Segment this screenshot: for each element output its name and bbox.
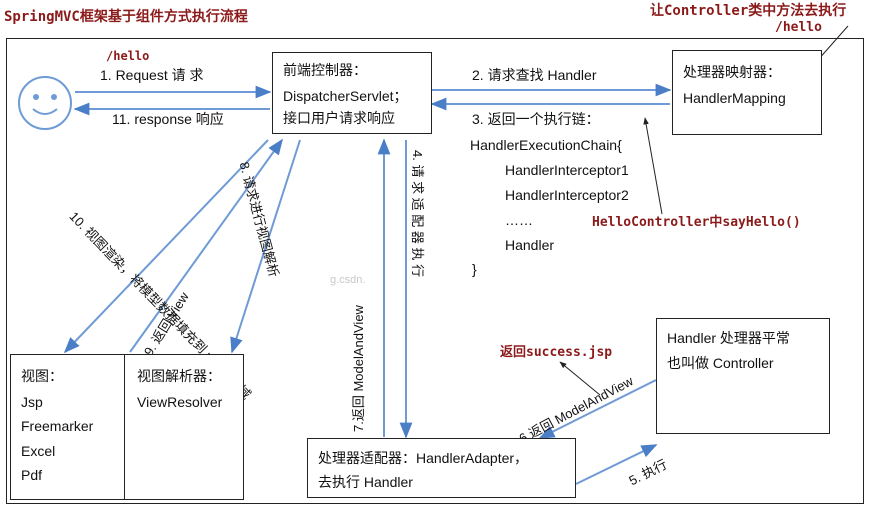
success-note: 返回success.jsp — [500, 345, 613, 360]
chain-open: HandlerExecutionChain{ — [470, 137, 622, 153]
dispatcher-servlet-box: 前端控制器： DispatcherServlet； 接口用户请求响应 — [272, 52, 432, 134]
mapping-line1: 处理器映射器： — [683, 64, 781, 80]
handler-adapter-box: 处理器适配器：HandlerAdapter， 去执行 Handler — [307, 438, 576, 498]
faint-watermark: g.csdn. — [330, 274, 365, 286]
resolver-line2: ViewResolver — [137, 394, 223, 410]
step-11-label: 11. response 响应 — [112, 111, 224, 127]
chain-item-2: HandlerInterceptor2 — [505, 187, 629, 203]
mapping-line2: HandlerMapping — [683, 90, 786, 106]
chain-item-4: Handler — [505, 237, 555, 253]
adapter-line2: 去执行 Handler — [318, 474, 413, 490]
user-smiley-icon — [18, 76, 72, 130]
chain-title: 3. 返回一个执行链： — [472, 111, 600, 127]
resolver-line1: 视图解析器： — [137, 368, 221, 384]
hello-controller-note: HelloController中sayHello() — [592, 215, 801, 230]
step-1-label: 1. Request 请 求 — [100, 67, 204, 83]
view-item-pdf: Pdf — [21, 467, 43, 483]
arrow-return-mv-6 — [538, 379, 657, 439]
pointer-hello-controller — [643, 117, 663, 215]
chain-close: } — [472, 261, 477, 277]
controller-note: 让Controller类中方法去执行 — [650, 3, 847, 19]
handler-line1: Handler 处理器平常 — [667, 330, 790, 346]
dispatcher-line1: 前端控制器： — [283, 62, 367, 78]
arrow-render — [63, 139, 269, 354]
diagram-title: SpringMVC框架基于组件方式执行流程 — [4, 9, 248, 25]
user-path-label: /hello — [106, 49, 150, 63]
pointer-success — [559, 361, 601, 396]
step-4-label: 4. 请 求 适 配 器 执 行 — [410, 150, 425, 278]
step-2-label: 2. 请求查找 Handler — [472, 67, 597, 83]
view-item-jsp: Jsp — [21, 394, 43, 410]
handler-controller-box: Handler 处理器平常 也叫做 Controller — [656, 318, 830, 434]
handler-mapping-box: 处理器映射器： HandlerMapping — [672, 50, 822, 135]
dispatcher-line3: 接口用户请求响应 — [283, 110, 395, 126]
chain-item-1: HandlerInterceptor1 — [505, 162, 629, 178]
chain-item-3: …… — [505, 212, 533, 228]
view-item-freemarker: Freemarker — [21, 418, 94, 434]
arrow-view-resolve — [230, 139, 301, 354]
view-title: 视图： — [21, 368, 63, 384]
arrow-execute — [575, 444, 658, 485]
view-resolver-box: 视图解析器： ViewResolver — [124, 354, 244, 500]
arrow-return-view — [129, 138, 283, 353]
dispatcher-line2: DispatcherServlet； — [283, 88, 408, 104]
view-item-excel: Excel — [21, 443, 56, 459]
step-7-label: 7.返回 ModelAndView — [351, 305, 366, 432]
controller-note-path: /hello — [775, 20, 822, 35]
adapter-line1: 处理器适配器：HandlerAdapter， — [318, 450, 529, 466]
handler-line2: 也叫做 Controller — [667, 355, 774, 371]
